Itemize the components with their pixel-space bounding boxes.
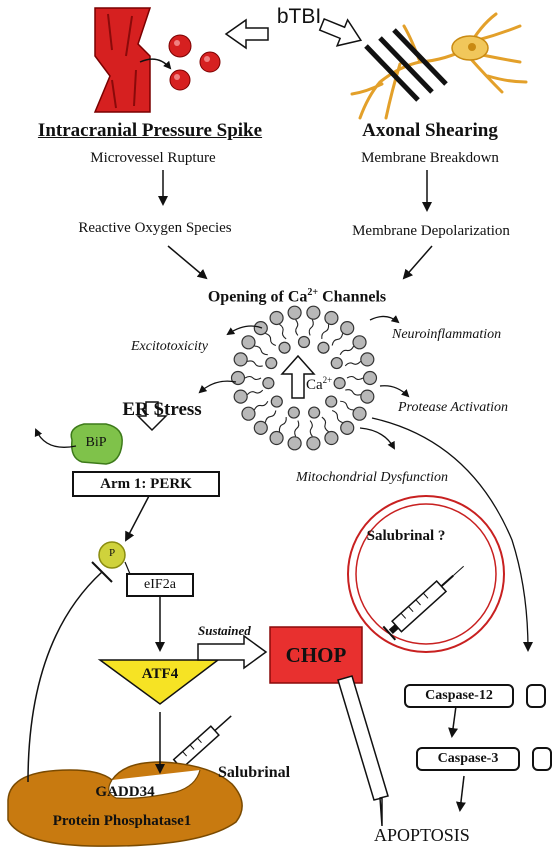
label-pp1: Protein Phosphatase1 [52,813,192,829]
hollow-arrow-apoptosis [337,675,389,827]
label-gadd34: GADD34 [95,784,155,800]
arrow-protease [379,385,410,398]
label-ca-ion: Ca2+ [306,375,333,393]
arrow-er-stress [198,380,237,394]
inhibition-bar [91,561,113,583]
title-btbi: bTBI [276,5,322,28]
label-breakdown: Membrane Breakdown [361,150,499,166]
bip-blob [70,423,123,465]
vessel-rupture-icon [93,7,221,113]
arrow-mito [359,427,395,450]
arrow-to-caspase12 [371,417,533,652]
arrow-bip-release [34,428,77,448]
hollow-arrow-right [318,18,363,47]
caspase12-tag [526,684,546,708]
arrow-ros-to-ca [167,245,208,280]
label-salubrinal-q: Salubrinal ? [366,528,446,544]
arrow-c12-to-c3 [448,705,459,738]
label-microvessel: Microvessel Rupture [90,150,216,166]
hollow-arrow-down [136,401,168,432]
heading-intracranial: Intracranial Pressure Spike [37,120,263,141]
arrow-depol-to-ca [402,245,433,280]
heading-axonal: Axonal Shearing [362,120,498,141]
chop-box [269,626,363,684]
caspase3-tag [532,747,552,771]
label-bip: BiP [85,435,107,450]
arrow-perk-to-p [125,493,151,542]
arrow-neuroinflammation [369,315,400,324]
label-apoptosis: APOPTOSIS [374,825,470,845]
label-sustained: Sustained [198,623,251,638]
inhibition-line [27,571,103,783]
calcium-vesicle-icon [230,305,378,451]
label-salubrinal: Salubrinal [218,764,291,781]
label-ca-channels: Opening of Ca2+ Channels [207,287,387,306]
label-ros: Reactive Oxygen Species [78,220,232,236]
label-neuroinflammation: Neuroinflammation [392,327,502,342]
label-er-stress: ER Stress [122,399,202,420]
eif2a-box: eIF2a [126,573,194,597]
label-chop: CHOP [285,643,347,667]
perk-box: Arm 1: PERK [72,471,220,497]
syringe-icon [382,565,464,641]
label-depolarization: Membrane Depolarization [352,223,510,239]
label-atf4: ATF4 [141,666,179,682]
caspase3-box: Caspase-3 [416,747,520,771]
arrow-excitotoxicity [226,325,263,336]
label-p: P [108,547,116,559]
caspase12-box: Caspase-12 [404,684,514,708]
salubrinal-circle-inner [355,503,497,645]
label-protease: Protease Activation [398,400,509,415]
phospho-circle [98,541,126,569]
salubrinal-circle-outer [347,495,505,653]
hollow-arrow-up [280,354,316,399]
phosphatase-shape [7,761,243,847]
label-excitotoxicity: Excitotoxicity [131,339,208,354]
hollow-arrow-sustained [197,634,268,670]
label-mito: Mitochondrial Dysfunction [296,470,449,485]
neuron-shearing-icon [350,12,528,120]
atf4-triangle [97,659,221,705]
hollow-arrow-left [224,18,269,50]
arrow-c3-to-apoptosis [455,775,466,812]
